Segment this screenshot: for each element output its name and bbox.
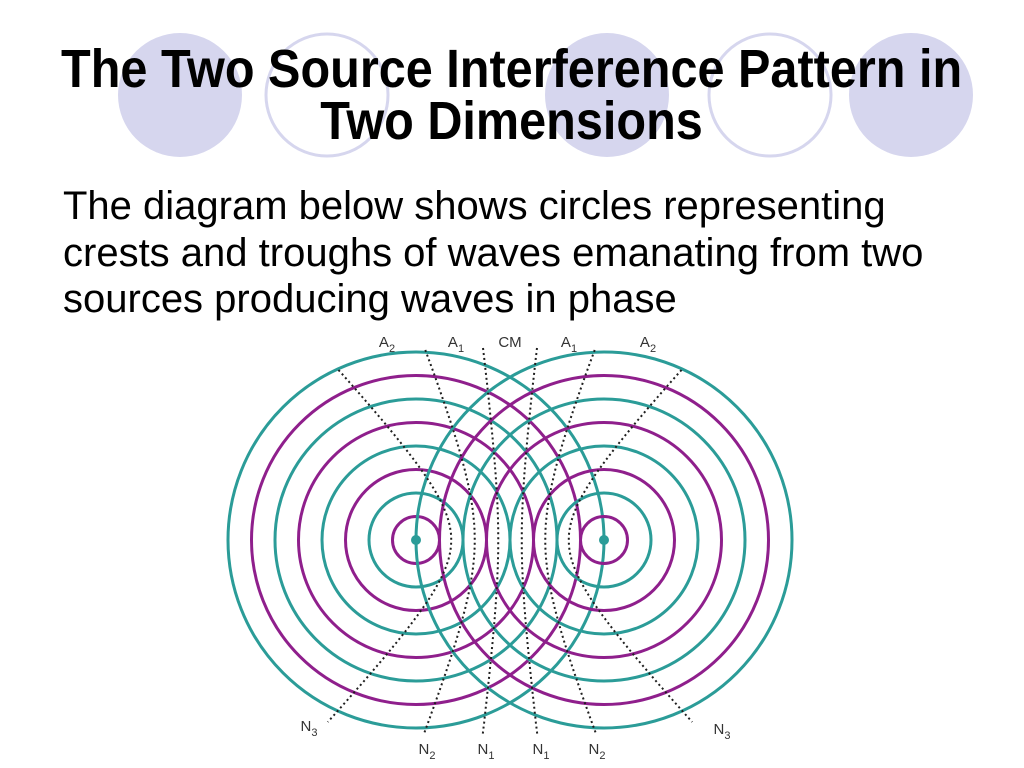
label-main: A [561, 334, 571, 351]
label-subscript: 2 [599, 750, 605, 762]
title-line-1: The Two Source Interference Pattern in [0, 39, 1024, 99]
right-source-purple-ring [485, 421, 723, 659]
nodal-line-n2-left [422, 349, 476, 736]
bottom-labels: N3 N2 N1 N1 N2 N3 [301, 718, 731, 762]
label-subscript: 1 [543, 750, 549, 762]
title-line-2-text: Two Dimensions [320, 91, 704, 151]
body-text: The diagram below shows circles represen… [63, 183, 923, 323]
label-subscript: 1 [571, 343, 577, 355]
decorative-circles [118, 32, 973, 158]
label-subscript: 3 [724, 730, 730, 742]
decorative-circle-outline [707, 32, 833, 158]
decorative-circle-outline [264, 32, 390, 158]
label-main: A [640, 334, 650, 351]
slide-title: The Two Source Interference Pattern in T… [0, 39, 1024, 151]
decorative-circle-filled [849, 33, 973, 157]
label-a2-right: A2 [640, 334, 656, 355]
top-labels: A2 A1 CM A1 A2 [379, 334, 656, 355]
label-n3-right: N3 [714, 721, 731, 742]
title-line-1-text: The Two Source Interference Pattern in [61, 39, 963, 99]
right-source-teal-ring [555, 491, 653, 589]
title-line-2: Two Dimensions [0, 91, 1024, 151]
label-subscript: 2 [429, 750, 435, 762]
label-main: N [533, 741, 544, 758]
label-main: N [419, 741, 430, 758]
nodal-line-n2-right [544, 349, 598, 736]
body-line-3: sources producing waves in phase [63, 277, 677, 321]
right-source-teal-ring [461, 397, 747, 683]
label-subscript: 1 [488, 750, 494, 762]
right-source-purple-ring [579, 515, 629, 565]
wavefront-rings [226, 350, 794, 730]
label-a1-left: A1 [448, 334, 464, 355]
body-line-2: crests and troughs of waves emanating fr… [63, 230, 924, 275]
label-main: N [589, 741, 600, 758]
label-main: N [478, 741, 489, 758]
label-n3-left: N3 [301, 718, 318, 739]
label-subscript: 3 [311, 727, 317, 739]
label-main: N [714, 721, 725, 738]
label-main: N [301, 718, 312, 735]
label-n1-right: N1 [533, 741, 550, 762]
label-subscript: 2 [389, 343, 395, 355]
left-wave-source-dot [411, 535, 421, 545]
nodal-lines [327, 347, 693, 736]
label-a1-right: A1 [561, 334, 577, 355]
label-subscript: 1 [458, 343, 464, 355]
label-main: A [379, 334, 389, 351]
body-line-1: The diagram below shows circles represen… [63, 184, 886, 228]
label-n1-left: N1 [478, 741, 495, 762]
label-main: CM [498, 334, 521, 351]
decorative-circle-filled [545, 33, 669, 157]
label-n2-left: N2 [419, 741, 436, 762]
label-a2-left: A2 [379, 334, 395, 355]
decorative-circle-filled [118, 33, 242, 157]
right-source-purple-ring [438, 374, 770, 706]
label-n2-right: N2 [589, 741, 606, 762]
interference-diagram: A2 A1 CM A1 A2 N3 N2 N1 N1 N2 N3 [226, 334, 794, 762]
label-subscript: 2 [650, 343, 656, 355]
wave-sources [411, 535, 609, 545]
right-source-purple-ring [532, 468, 676, 612]
right-source-teal-ring [508, 444, 700, 636]
label-cm: CM [498, 334, 521, 351]
right-wave-source-dot [599, 535, 609, 545]
label-main: A [448, 334, 458, 351]
